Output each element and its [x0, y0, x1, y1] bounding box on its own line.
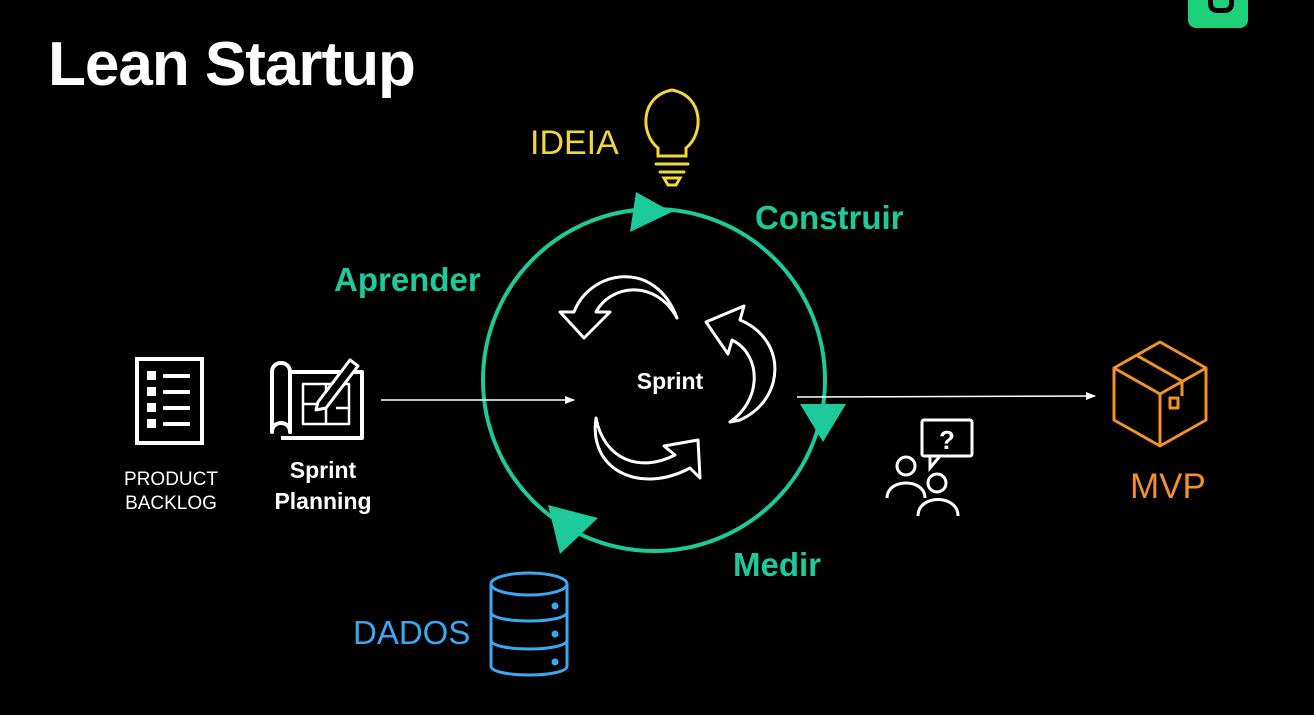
svg-text:?: ? [939, 425, 955, 455]
brand-logo-icon [1188, 0, 1248, 28]
sprint-planning-label: Sprint Planning [274, 457, 372, 514]
cycle-arrowhead-right [800, 404, 846, 442]
ideia-label: IDEIA [530, 124, 619, 162]
sprint-to-mvp-arrow [796, 392, 1096, 401]
checklist-icon [135, 357, 204, 445]
box-icon [1112, 340, 1208, 448]
blueprint-pencil-icon [270, 358, 364, 440]
mvp-label: MVP [1130, 467, 1206, 506]
users-question-icon: ? [885, 418, 974, 517]
aprender-label: Aprender [334, 261, 481, 298]
medir-label: Medir [733, 546, 822, 583]
lightbulb-icon [644, 88, 700, 187]
product-backlog-label: PRODUCT BACKLOG [124, 469, 218, 514]
page-title: Lean Startup [48, 30, 416, 99]
construir-label: Construir [755, 199, 904, 236]
dados-label: DADOS [353, 614, 471, 651]
cycle-arrowhead-left [548, 505, 598, 554]
sprint-label: Sprint [636, 368, 704, 394]
cycle-arrowhead-top [630, 192, 672, 232]
circular-arrows-icon [558, 275, 777, 481]
database-icon [489, 571, 569, 677]
